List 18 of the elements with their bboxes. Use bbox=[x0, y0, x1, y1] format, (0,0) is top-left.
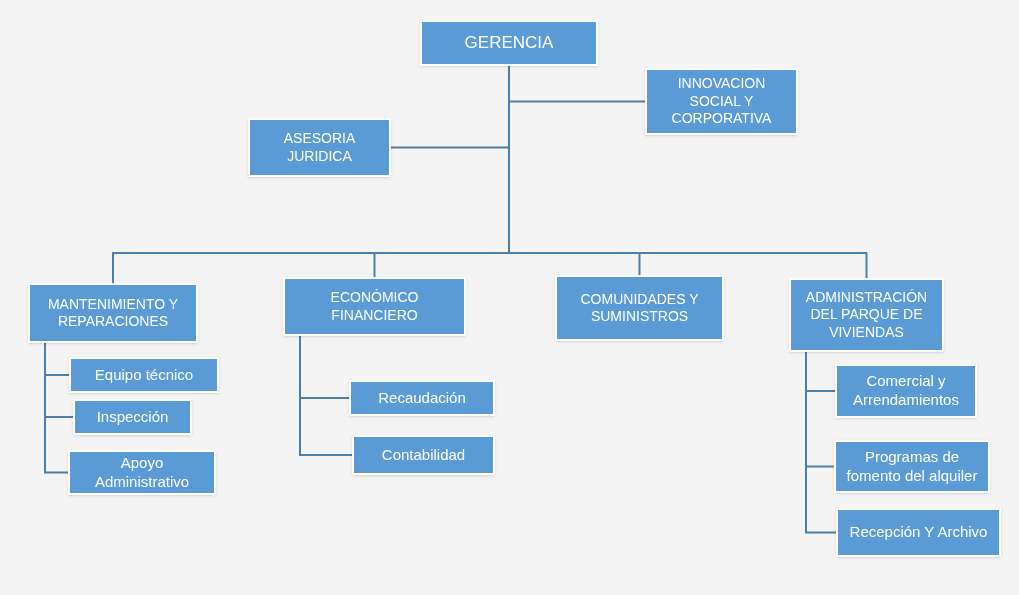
connector-line bbox=[805, 351, 837, 534]
org-box: Equipo técnico bbox=[69, 357, 219, 393]
org-box: ADMINISTRACIÓN DEL PARQUE DE VIVIENDAS bbox=[789, 278, 944, 352]
org-box: MANTENIMIENTO Y REPARACIONES bbox=[28, 283, 198, 343]
org-box: Contabilidad bbox=[352, 435, 495, 475]
org-box: GERENCIA bbox=[420, 20, 598, 66]
org-box: COMUNIDADES Y SUMINISTROS bbox=[555, 275, 724, 341]
org-box: Programas de fomento del alquiler bbox=[834, 440, 990, 493]
org-box: ECONÓMICO FINANCIERO bbox=[283, 277, 466, 336]
org-box: Apoyo Administrativo bbox=[68, 450, 216, 495]
org-box: Recaudación bbox=[349, 380, 495, 416]
connector-line bbox=[44, 342, 69, 474]
org-box: Inspección bbox=[73, 399, 192, 435]
org-box: Comercial y Arrendamientos bbox=[835, 364, 977, 418]
org-box: Recepción Y Archivo bbox=[836, 508, 1001, 557]
org-box: INNOVACION SOCIAL Y CORPORATIVA bbox=[645, 68, 798, 135]
org-box: ASESORIA JURIDICA bbox=[248, 118, 391, 177]
connector-line bbox=[299, 335, 353, 456]
